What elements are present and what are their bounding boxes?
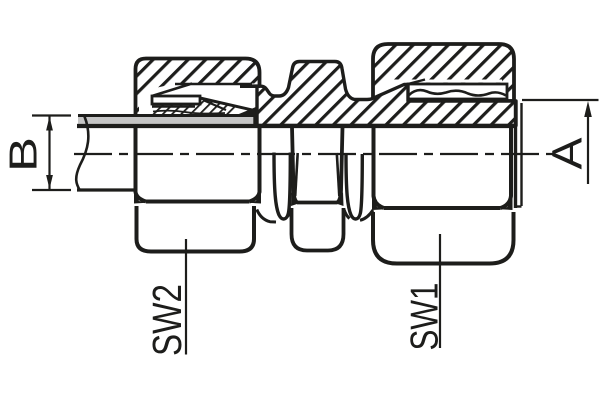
svg-text:A: A: [544, 137, 592, 169]
svg-text:SW2: SW2: [144, 284, 190, 356]
svg-text:SW1: SW1: [404, 283, 447, 351]
svg-text:B: B: [3, 137, 46, 172]
